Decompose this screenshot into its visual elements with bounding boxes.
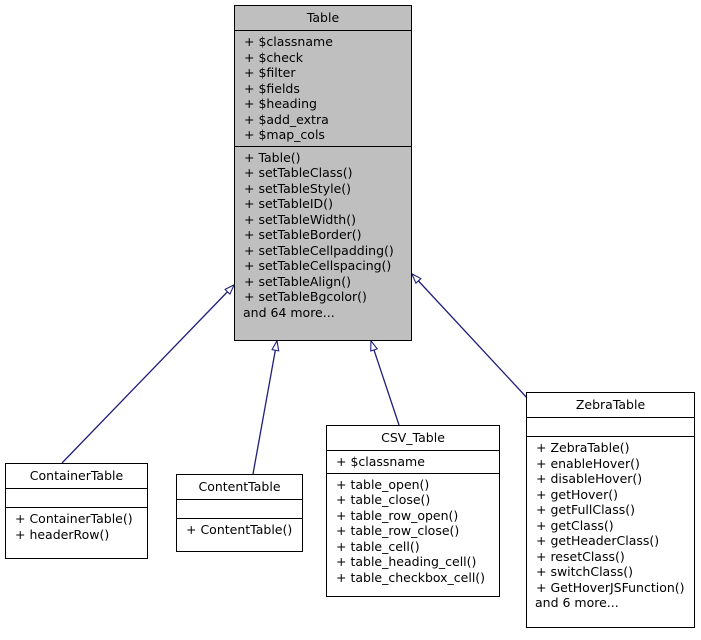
edge-containertable-to-table <box>61 285 234 464</box>
operation-item: + GetHoverJSFunction() <box>536 579 685 595</box>
class-name-csv-table: CSV_Table <box>327 426 499 451</box>
empty-compartment <box>6 489 147 507</box>
operation-item: + setTableCellspacing() <box>244 258 392 273</box>
operation-item: + resetClass() <box>536 548 625 564</box>
operation-item: + ContainerTable() <box>15 511 133 526</box>
uml-class-contenttable[interactable]: ContentTable + ContentTable() <box>176 474 303 552</box>
operation-item: + enableHover() <box>536 455 640 471</box>
uml-class-containertable[interactable]: ContainerTable + ContainerTable() + head… <box>5 463 148 559</box>
class-operations-containertable: + ContainerTable() + headerRow() <box>6 508 147 545</box>
operation-item: + table_checkbox_cell() <box>336 569 486 585</box>
operation-item: + ZebraTable() <box>536 440 630 455</box>
attribute-item: + $filter <box>244 65 296 80</box>
class-operations-zebratable: + ZebraTable() + enableHover() + disable… <box>527 437 694 614</box>
operation-item: + setTableStyle() <box>244 180 352 196</box>
class-name-containertable: ContainerTable <box>6 464 147 489</box>
attribute-item: + $fields <box>244 80 300 96</box>
class-operations-contenttable: + ContentTable() <box>177 519 302 541</box>
uml-class-table[interactable]: Table + $classname + $check + $filter + … <box>234 5 412 341</box>
attribute-item: + $classname <box>336 454 425 469</box>
operation-item: + getHover() <box>536 486 619 502</box>
operation-item: + table_close() <box>336 492 431 507</box>
operation-item: + table_row_close() <box>336 523 460 538</box>
attribute-item: + $map_cols <box>244 127 325 142</box>
attribute-item: + $add_extra <box>244 111 329 127</box>
operation-item: + setTableID() <box>244 196 333 211</box>
operation-item: + setTableClass() <box>244 165 353 180</box>
class-name-zebratable: ZebraTable <box>527 393 694 418</box>
operation-item: + setTableAlign() <box>244 273 351 289</box>
attribute-item: + $check <box>244 49 303 65</box>
class-attributes-zebratable <box>527 418 694 437</box>
operation-item: + ContentTable() <box>186 522 293 537</box>
class-attributes-table: + $classname + $check + $filter + $field… <box>235 31 411 147</box>
operation-item: + setTableWidth() <box>244 211 356 227</box>
class-attributes-csv-table: + $classname <box>327 451 499 474</box>
class-attributes-contenttable <box>177 500 302 519</box>
operation-item: + disableHover() <box>536 471 643 486</box>
edge-csvtable-to-table <box>371 341 400 426</box>
operation-item: + setTableCellpadding() <box>244 242 394 258</box>
operation-item: + getHeaderClass() <box>536 533 660 548</box>
operation-item: + getFullClass() <box>536 502 635 517</box>
attribute-item: + $heading <box>244 96 317 111</box>
empty-compartment <box>527 418 694 436</box>
edge-zebratable-to-table <box>412 274 530 401</box>
empty-compartment <box>177 500 302 518</box>
operation-item: + setTableBorder() <box>244 227 362 242</box>
class-operations-csv-table: + table_open() + table_close() + table_r… <box>327 474 499 589</box>
operation-item: + switchClass() <box>536 564 633 579</box>
attribute-item: + $classname <box>244 34 333 49</box>
edge-contenttable-to-table <box>252 341 277 475</box>
class-operations-table: + Table() + setTableClass() + setTableSt… <box>235 147 411 324</box>
operation-item: + table_heading_cell() <box>336 554 477 569</box>
operation-item: + Table() <box>244 149 301 165</box>
uml-class-csv-table[interactable]: CSV_Table + $classname + table_open() + … <box>326 425 500 597</box>
operation-item: + table_row_open() <box>336 507 459 523</box>
operation-item: + getClass() <box>536 517 614 533</box>
operation-item: + table_cell() <box>336 538 420 554</box>
operations-overflow-label: and 6 more... <box>535 595 619 610</box>
operation-item: + table_open() <box>336 476 430 492</box>
class-name-table: Table <box>235 6 411 31</box>
operation-item: + headerRow() <box>15 526 110 542</box>
class-attributes-containertable <box>6 489 147 508</box>
uml-class-zebratable[interactable]: ZebraTable + ZebraTable() + enableHover(… <box>526 392 695 628</box>
class-name-contenttable: ContentTable <box>177 475 302 500</box>
operation-item: + setTableBgcolor() <box>244 289 367 304</box>
operations-overflow-label: and 64 more... <box>243 304 335 320</box>
